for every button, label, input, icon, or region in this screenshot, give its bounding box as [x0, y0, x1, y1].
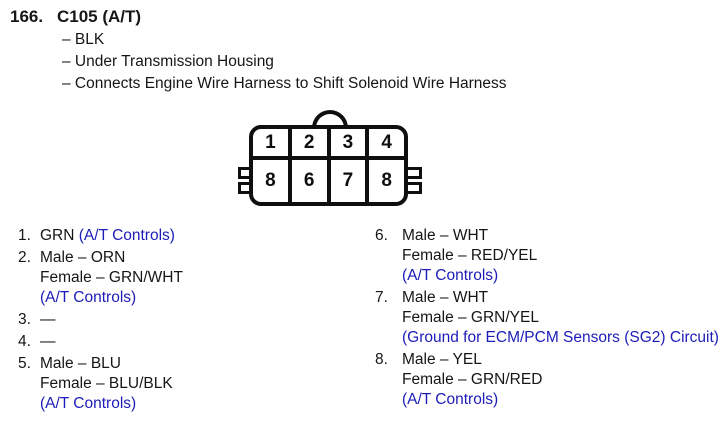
pin-empty-dash: — [40, 333, 56, 350]
pin-circuit-label: (Ground for ECM/PCM Sensors (SG2) Circui… [402, 329, 719, 346]
pin-male-wire: Male – BLU [40, 355, 121, 372]
pin-circuit-label: (A/T Controls) [402, 391, 499, 408]
pin-empty-dash: — [40, 311, 56, 328]
pin-wire-color: GRN [40, 227, 75, 244]
pin-cavity-4: 4 [369, 129, 404, 156]
pin-list-right: 6. Male – WHT Female – RED/YEL (A/T Cont… [375, 226, 723, 412]
page-title: C105 (A/T) [57, 7, 142, 26]
pin-cavity-3: 3 [330, 129, 366, 156]
pin-female-wire: Female – GRN/RED [402, 371, 543, 388]
pin-entry-5: 5. Male – BLU Female – BLU/BLK (A/T Cont… [18, 354, 358, 414]
pin-number: 8. [375, 351, 388, 368]
pin-cavity-5: 8 [253, 160, 288, 202]
pin-number: 7. [375, 289, 388, 306]
pin-number: 6. [375, 227, 388, 244]
pin-female-wire: Female – RED/YEL [402, 247, 538, 264]
connector-body: 1 2 3 4 8 6 7 8 [249, 125, 408, 206]
pin-cavity-8: 8 [369, 160, 404, 202]
pin-number: 1. [18, 227, 31, 244]
pin-list-left: 1. GRN (A/T Controls) 2. Male – ORN Fema… [18, 226, 358, 416]
pin-entry-1: 1. GRN (A/T Controls) [18, 226, 358, 246]
pin-cavity-7: 7 [330, 160, 366, 202]
pin-male-wire: Male – ORN [40, 249, 126, 266]
pin-circuit-label: (A/T Controls) [78, 227, 175, 244]
pin-entry-6: 6. Male – WHT Female – RED/YEL (A/T Cont… [375, 226, 723, 286]
section-number: 166. [10, 7, 44, 26]
detail-connector-color: – BLK [62, 31, 105, 48]
pin-entry-8: 8. Male – YEL Female – GRN/RED (A/T Cont… [375, 350, 723, 410]
pin-circuit-label: (A/T Controls) [402, 267, 499, 284]
pin-female-wire: Female – GRN/YEL [402, 309, 539, 326]
connector-details: – BLK – Under Transmission Housing – Con… [62, 29, 507, 95]
connector-diagram: 1 2 3 4 8 6 7 8 [238, 109, 422, 209]
pin-number: 4. [18, 333, 31, 350]
pin-circuit-label: (A/T Controls) [40, 395, 137, 412]
pin-entry-4: 4. — [18, 332, 358, 352]
pin-female-wire: Female – BLU/BLK [40, 375, 173, 392]
pin-number: 3. [18, 311, 31, 328]
pin-female-wire: Female – GRN/WHT [40, 269, 183, 286]
pin-circuit-label: (A/T Controls) [40, 289, 137, 306]
pin-number: 2. [18, 249, 31, 266]
detail-location: – Under Transmission Housing [62, 53, 274, 70]
pin-male-wire: Male – YEL [402, 351, 482, 368]
pin-cavity-6: 6 [291, 160, 327, 202]
pin-entry-2: 2. Male – ORN Female – GRN/WHT (A/T Cont… [18, 248, 358, 308]
pin-entry-3: 3. — [18, 310, 358, 330]
pin-number: 5. [18, 355, 31, 372]
pin-cavity-2: 2 [291, 129, 327, 156]
pin-male-wire: Male – WHT [402, 227, 489, 244]
pin-male-wire: Male – WHT [402, 289, 489, 306]
pin-cavity-1: 1 [253, 129, 288, 156]
pin-entry-7: 7. Male – WHT Female – GRN/YEL (Ground f… [375, 288, 723, 348]
detail-function: – Connects Engine Wire Harness to Shift … [62, 75, 507, 92]
